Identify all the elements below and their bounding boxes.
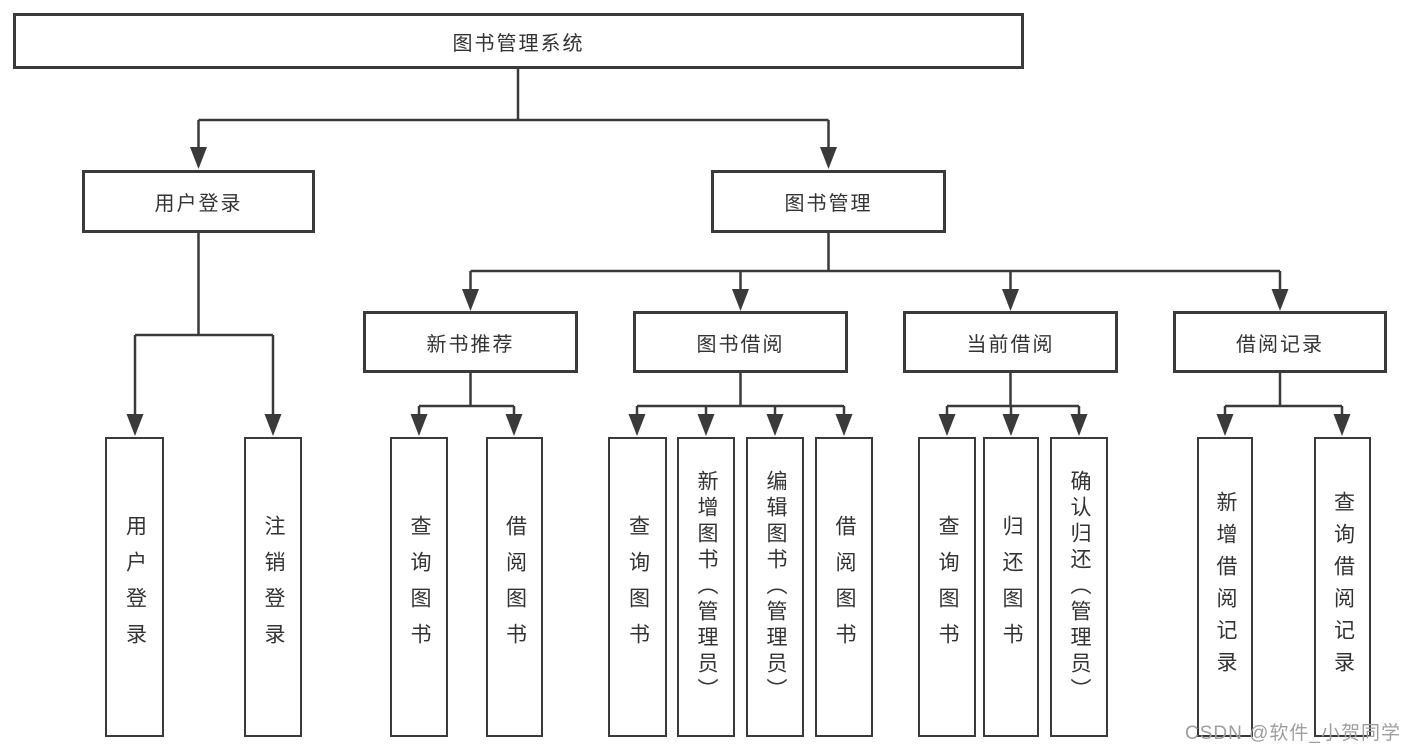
node-book-management: 图书管理: [711, 170, 946, 233]
node-book-borrowing-label: 图书借阅: [696, 333, 785, 356]
leaf-edit-books-admin: 编辑图书（管理员）: [746, 437, 804, 737]
arrowhead-down-icon: [697, 414, 715, 436]
watermark: CSDN @软件_小贺同学: [1185, 723, 1401, 744]
arrowhead-down-icon: [190, 147, 207, 169]
arrowhead-down-icon: [732, 289, 749, 311]
arrowhead-down-icon: [1333, 414, 1351, 436]
arrowhead-down-icon: [628, 414, 646, 436]
node-current-borrowing: 当前借阅: [903, 311, 1118, 373]
arrowhead-down-icon: [835, 414, 853, 436]
leaf-confirm-return-admin: 确认归还（管理员）: [1050, 437, 1108, 737]
leaf-label: 编辑图书（管理员）: [764, 470, 787, 704]
leaf-label: 新增借阅记录: [1214, 491, 1237, 683]
leaf-label: 确认归还（管理员）: [1068, 470, 1091, 704]
leaf-label: 借阅图书: [503, 515, 527, 659]
leaf-label: 归还图书: [1000, 515, 1023, 659]
leaf-query-borrow-record: 查询借阅记录: [1314, 437, 1371, 737]
node-book-management-label: 图书管理: [784, 193, 873, 215]
tree-connector-path: [133, 69, 1344, 417]
arrowhead-down-icon: [126, 414, 144, 436]
node-new-book-recommend: 新书推荐: [363, 311, 578, 373]
arrowhead-down-icon: [1002, 414, 1020, 436]
arrowhead-down-icon: [938, 414, 956, 436]
leaf-label: 新增图书（管理员）: [695, 470, 718, 704]
leaf-label: 用户登录: [123, 515, 147, 659]
leaf-logout: 注销登录: [244, 437, 302, 737]
leaf-query-books-borrowing: 查询图书: [608, 437, 667, 737]
arrowhead-down-icon: [1070, 414, 1088, 436]
node-book-borrowing: 图书借阅: [633, 311, 848, 373]
leaf-borrow-books-recommend: 借阅图书: [486, 437, 543, 737]
leaf-label: 查询图书: [626, 515, 650, 659]
node-root-label: 图书管理系统: [452, 32, 585, 55]
arrowhead-down-icon: [462, 289, 479, 311]
leaf-return-books: 归还图书: [983, 437, 1039, 737]
leaf-add-borrow-record: 新增借阅记录: [1197, 437, 1253, 737]
arrowhead-down-icon: [1216, 414, 1234, 436]
node-user-login: 用户登录: [82, 170, 315, 233]
leaf-query-books-recommend: 查询图书: [390, 437, 448, 737]
leaf-label: 借阅图书: [833, 515, 856, 659]
arrowhead-down-icon: [766, 414, 784, 436]
leaf-query-books-current: 查询图书: [918, 437, 976, 737]
leaf-label: 查询图书: [408, 515, 431, 659]
leaf-label: 查询借阅记录: [1331, 491, 1355, 683]
leaf-label: 查询图书: [936, 515, 959, 659]
leaf-add-books-admin: 新增图书（管理员）: [677, 437, 735, 737]
arrowhead-down-icon: [505, 414, 523, 436]
node-new-book-recommend-label: 新书推荐: [426, 333, 515, 356]
arrowhead-down-icon: [820, 147, 837, 169]
leaf-user-login: 用户登录: [105, 437, 164, 737]
arrowhead-down-icon: [264, 414, 282, 436]
arrowhead-down-icon: [1271, 289, 1289, 311]
leaf-label: 注销登录: [262, 515, 285, 659]
node-current-borrowing-label: 当前借阅: [966, 333, 1055, 356]
node-borrowing-records-label: 借阅记录: [1236, 333, 1324, 356]
leaf-borrow-books: 借阅图书: [815, 437, 873, 737]
node-user-login-label: 用户登录: [154, 193, 243, 215]
node-root: 图书管理系统: [13, 13, 1024, 69]
arrowhead-down-icon: [410, 414, 428, 436]
node-borrowing-records: 借阅记录: [1173, 311, 1387, 373]
arrowhead-down-icon: [1002, 289, 1019, 311]
